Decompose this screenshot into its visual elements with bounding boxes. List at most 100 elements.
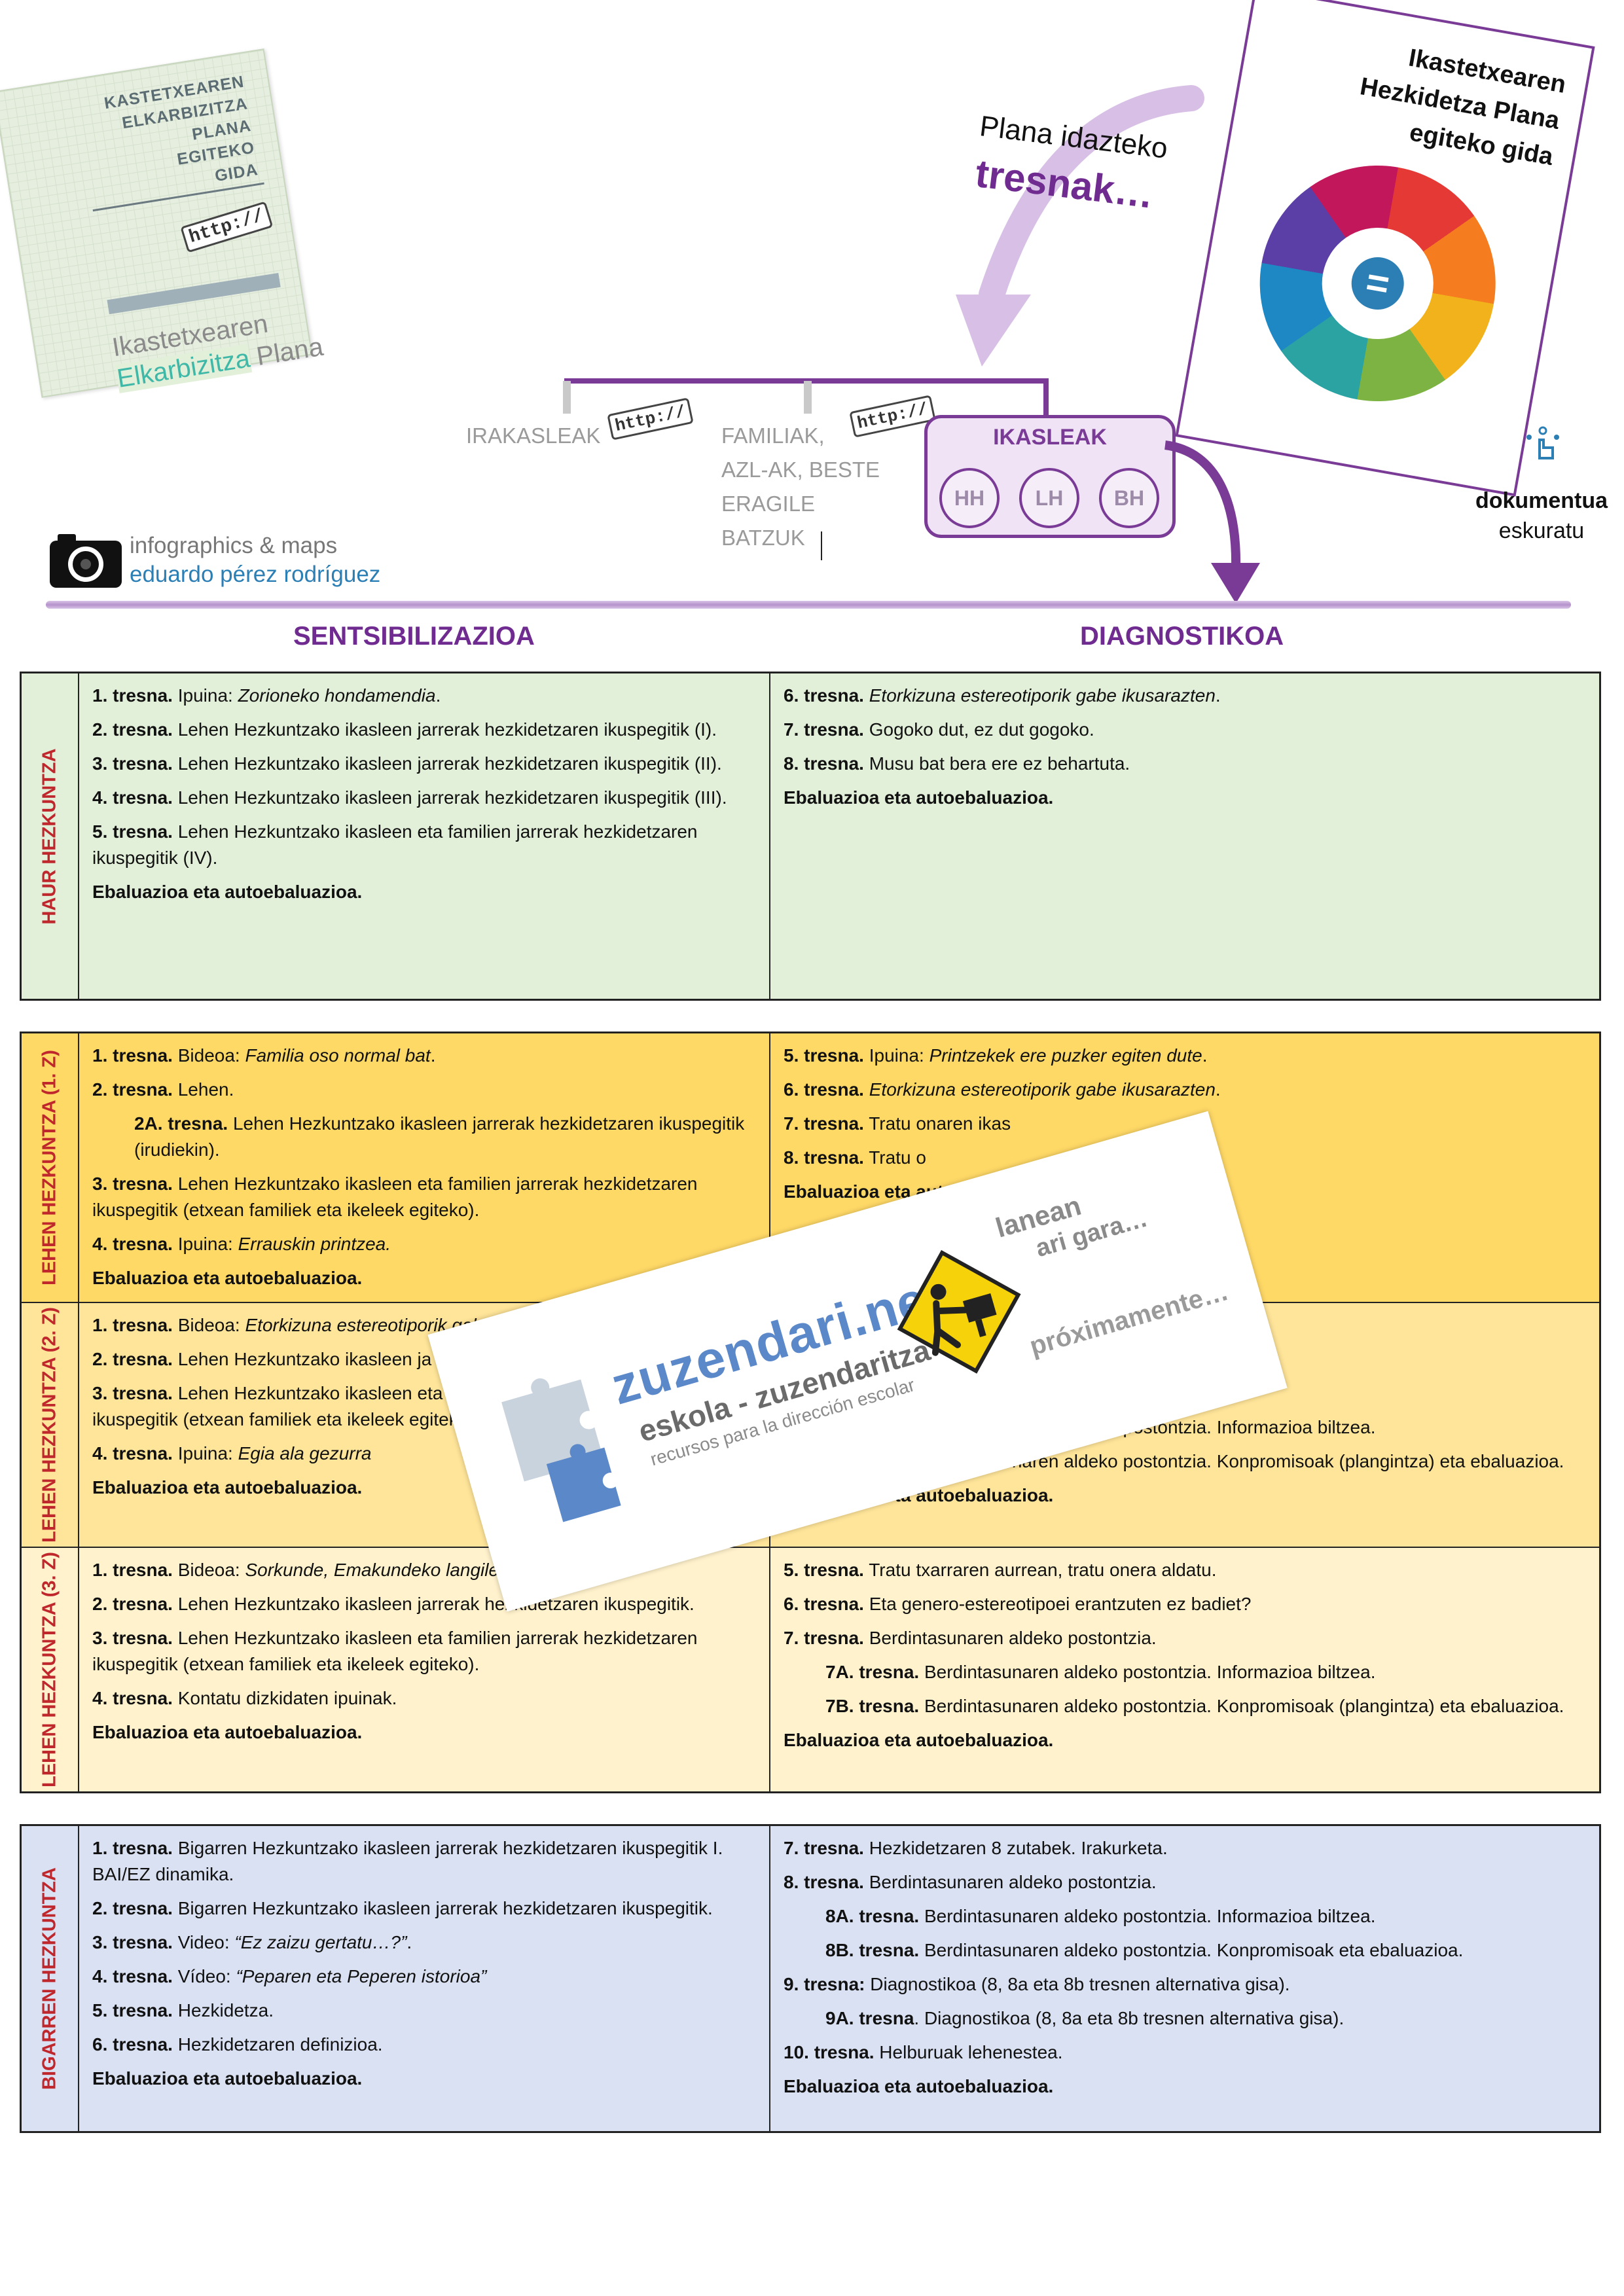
tool-text xyxy=(864,1079,869,1100)
tool-text: Lehen Hezkuntzako ikasleen jarrerak hezk… xyxy=(172,753,722,774)
tool-item: 4. tresna. Vídeo: “Peparen eta Peperen i… xyxy=(92,1964,756,1990)
tool-number: 2. tresna. xyxy=(92,1594,173,1614)
tool-item: 7. tresna. Hezkidetzaren 8 zutabek. Irak… xyxy=(784,1835,1585,1861)
tool-number: 3. tresna. xyxy=(92,1174,173,1194)
column-title-sentsibilizazioa: SENTSIBILIZAZIOA xyxy=(293,622,535,651)
tool-item: 2A. tresna. Lehen Hezkuntzako ikasleen j… xyxy=(92,1111,756,1163)
tool-title: Errauskin printzea. xyxy=(238,1234,391,1254)
camera-icon xyxy=(50,534,122,588)
tool-item: 7B. tresna. Berdintasunaren aldeko posto… xyxy=(784,1693,1585,1719)
group-ikasleak[interactable]: IKASLEAK HH LH BH xyxy=(924,415,1176,538)
tool-item: 4. tresna. Ipuina: Errauskin printzea. xyxy=(92,1231,756,1257)
http-link-icon[interactable]: http:// xyxy=(180,201,273,253)
tool-text: Bideoa: xyxy=(172,1045,245,1066)
tool-text: Hezkidetzaren 8 zutabek. Irakurketa. xyxy=(863,1838,1168,1858)
level-bh[interactable]: BH xyxy=(1099,468,1159,528)
sentsibilizazioa-cell: 1. tresna. Ipuina: Zorioneko hondamendia… xyxy=(79,673,770,999)
tool-item: 2. tresna. Bigarren Hezkuntzako ikasleen… xyxy=(92,1895,756,1922)
tool-item: Ebaluazioa eta autoebaluazioa. xyxy=(92,1475,756,1501)
tool-title: Etorkizuna estereotiporik gabe ikusarazt… xyxy=(869,1079,1216,1100)
tool-text: Bideoa: xyxy=(172,1560,245,1580)
tool-item: 6. tresna. Etorkizuna estereotiporik gab… xyxy=(784,1077,1585,1103)
tool-text: Video: xyxy=(172,1932,235,1952)
tool-title: Printzekek ere puzker egiten dute xyxy=(929,1045,1202,1066)
column-title-diagnostikoa: DIAGNOSTIKOA xyxy=(1080,622,1284,651)
table-row: LEHEN HEZKUNTZA (3. Z) 1. tresna. Bideoa… xyxy=(22,1547,1599,1791)
level-lh[interactable]: LH xyxy=(1019,468,1079,528)
group-line: FAMILIAK, xyxy=(721,423,825,448)
diagnostikoa-cell: 5. tresna. Ipuina: Printzekek ere puzker… xyxy=(770,1033,1598,1302)
tool-text: Berdintasunaren aldeko postontzia. Konpr… xyxy=(919,1940,1464,1960)
tool-text: Bideoa: xyxy=(172,1315,245,1335)
tool-item: 8. tresna. Berdintasunaren aldeko poston… xyxy=(784,1869,1585,1895)
tool-number: 1. tresna. xyxy=(92,1045,173,1066)
tool-item: Ebaluazioa eta autoebaluazioa. xyxy=(92,2066,756,2092)
tool-text: Lehen Hezkuntzako ikasleen jarrerak hezk… xyxy=(172,719,717,740)
tool-number: 6. tresna. xyxy=(784,685,864,706)
tool-item: 1. tresna. Bigarren Hezkuntzako ikasleen… xyxy=(92,1835,756,1888)
tool-number: 9A. tresna xyxy=(825,2008,914,2028)
tool-text: . xyxy=(435,685,441,706)
tool-number: Ebaluazioa eta autoebaluazioa. xyxy=(92,1477,363,1498)
tool-title: “Peparen eta Peperen istorioa” xyxy=(236,1966,487,1986)
diagnostikoa-cell: 6. tresna. Etorkizuna estereotiporik gab… xyxy=(770,673,1598,999)
zuzendari-banner[interactable]: zuzendari.net eskola - zuzendaritza recu… xyxy=(427,1111,1288,1612)
author-credit: infographics & maps eduardo pérez rodríg… xyxy=(130,531,958,589)
tool-item: 2. tresna. Lehen Hezkuntzako ikasleen ja… xyxy=(92,1591,756,1617)
sentsibilizazioa-cell: 1. tresna. Bideoa: Sorkunde, Emakundeko … xyxy=(79,1548,770,1791)
tool-number: 5. tresna. xyxy=(92,2000,173,2020)
tool-item: 10. tresna. Helburuak lehenestea. xyxy=(784,2039,1585,2066)
credit-line: infographics & maps xyxy=(130,531,822,560)
tool-text: . xyxy=(406,1932,412,1952)
cover-footer xyxy=(107,272,281,315)
row-label: LEHEN HEZKUNTZA (3. Z) xyxy=(22,1548,79,1791)
http-label: http:// xyxy=(187,206,266,248)
level-hh[interactable]: HH xyxy=(939,468,1000,528)
tool-item: Ebaluazioa eta autoebaluazioa. xyxy=(784,785,1585,811)
row-label: LEHEN HEZKUNTZA (1. Z) xyxy=(22,1033,79,1302)
tool-number: 3. tresna. xyxy=(92,1383,173,1403)
tool-text: Lehen Hezkuntzako ikasleen jarrerak hezk… xyxy=(172,1594,695,1614)
tool-number: Ebaluazioa eta autoebaluazioa. xyxy=(784,2076,1054,2096)
tool-text: Ipuina: xyxy=(172,1234,238,1254)
table-haur-hezkuntza: HAUR HEZKUNTZA 1. tresna. Ipuina: Zorion… xyxy=(20,672,1601,1001)
tool-item: 2. tresna. Lehen Hezkuntzako ikasleen ja xyxy=(92,1346,756,1372)
group-line: BATZUK xyxy=(721,526,805,550)
diagnostikoa-cell: 7. tresna. Hezkidetzaren 8 zutabek. Irak… xyxy=(770,1826,1598,2131)
tool-item: Ebaluazioa eta autoebaluazioa. xyxy=(92,879,756,905)
tool-item: 8. tresna. Tratu o xyxy=(784,1145,1585,1171)
group-line: AZL-AK, BESTE xyxy=(721,457,880,482)
ikasleak-title: IKASLEAK xyxy=(993,425,1107,450)
tool-number: Ebaluazioa eta autoebaluazioa. xyxy=(784,787,1054,808)
tool-number: 4. tresna. xyxy=(92,1234,173,1254)
tool-number: 8. tresna. xyxy=(784,1872,864,1892)
puzzle-icon xyxy=(501,1378,621,1522)
tool-number: 1. tresna. xyxy=(92,1560,173,1580)
diagnostikoa-cell: 5. tresna. Tratu txarraren aurrean, trat… xyxy=(770,1548,1598,1791)
tool-number: 7. tresna. xyxy=(784,719,864,740)
tool-title: Egia ala gezurra xyxy=(238,1443,372,1463)
tool-item: 8B. tresna. Berdintasunaren aldeko posto… xyxy=(784,1937,1585,1964)
row-label-text: BIGARREN HEZKUNTZA xyxy=(39,1867,60,2090)
tool-number: 4. tresna. xyxy=(92,1966,173,1986)
tool-item: Ebaluazioa eta autoebaluazioa. xyxy=(92,1265,756,1291)
tool-number: Ebaluazioa eta autoebaluazioa. xyxy=(92,1722,363,1742)
tool-title: Familia oso normal bat xyxy=(245,1045,431,1066)
table-bigarren-hezkuntza: BIGARREN HEZKUNTZA 1. tresna. Bigarren H… xyxy=(20,1824,1601,2133)
tool-text: Hezkidetza. xyxy=(172,2000,274,2020)
tool-number: 2. tresna. xyxy=(92,719,173,740)
tool-item: 3. tresna. Lehen Hezkuntzako ikasleen ja… xyxy=(92,751,756,777)
click-icon[interactable] xyxy=(1520,422,1566,467)
http-link-icon[interactable]: http:// xyxy=(607,397,694,440)
tool-text: Ipuina: xyxy=(172,1443,238,1463)
tool-number: 5. tresna. xyxy=(784,1045,864,1066)
dokumentua-eskuratu[interactable]: dokumentua eskuratu xyxy=(1473,486,1610,546)
tool-number: 8. tresna. xyxy=(784,753,864,774)
tool-text: Bigarren Hezkuntzako ikasleen jarrerak h… xyxy=(172,1898,713,1918)
tool-number: 4. tresna. xyxy=(92,787,173,808)
tool-item: 3. tresna. Video: “Ez zaizu gertatu…?”. xyxy=(92,1929,756,1956)
tool-item: 6. tresna. Etorkizuna estereotiporik gab… xyxy=(784,683,1585,709)
tool-item: 7. tresna. Berdintasunaren aldeko poston… xyxy=(784,1625,1585,1651)
tool-text: . xyxy=(1215,1079,1221,1100)
tool-number: 8B. tresna. xyxy=(825,1940,920,1960)
